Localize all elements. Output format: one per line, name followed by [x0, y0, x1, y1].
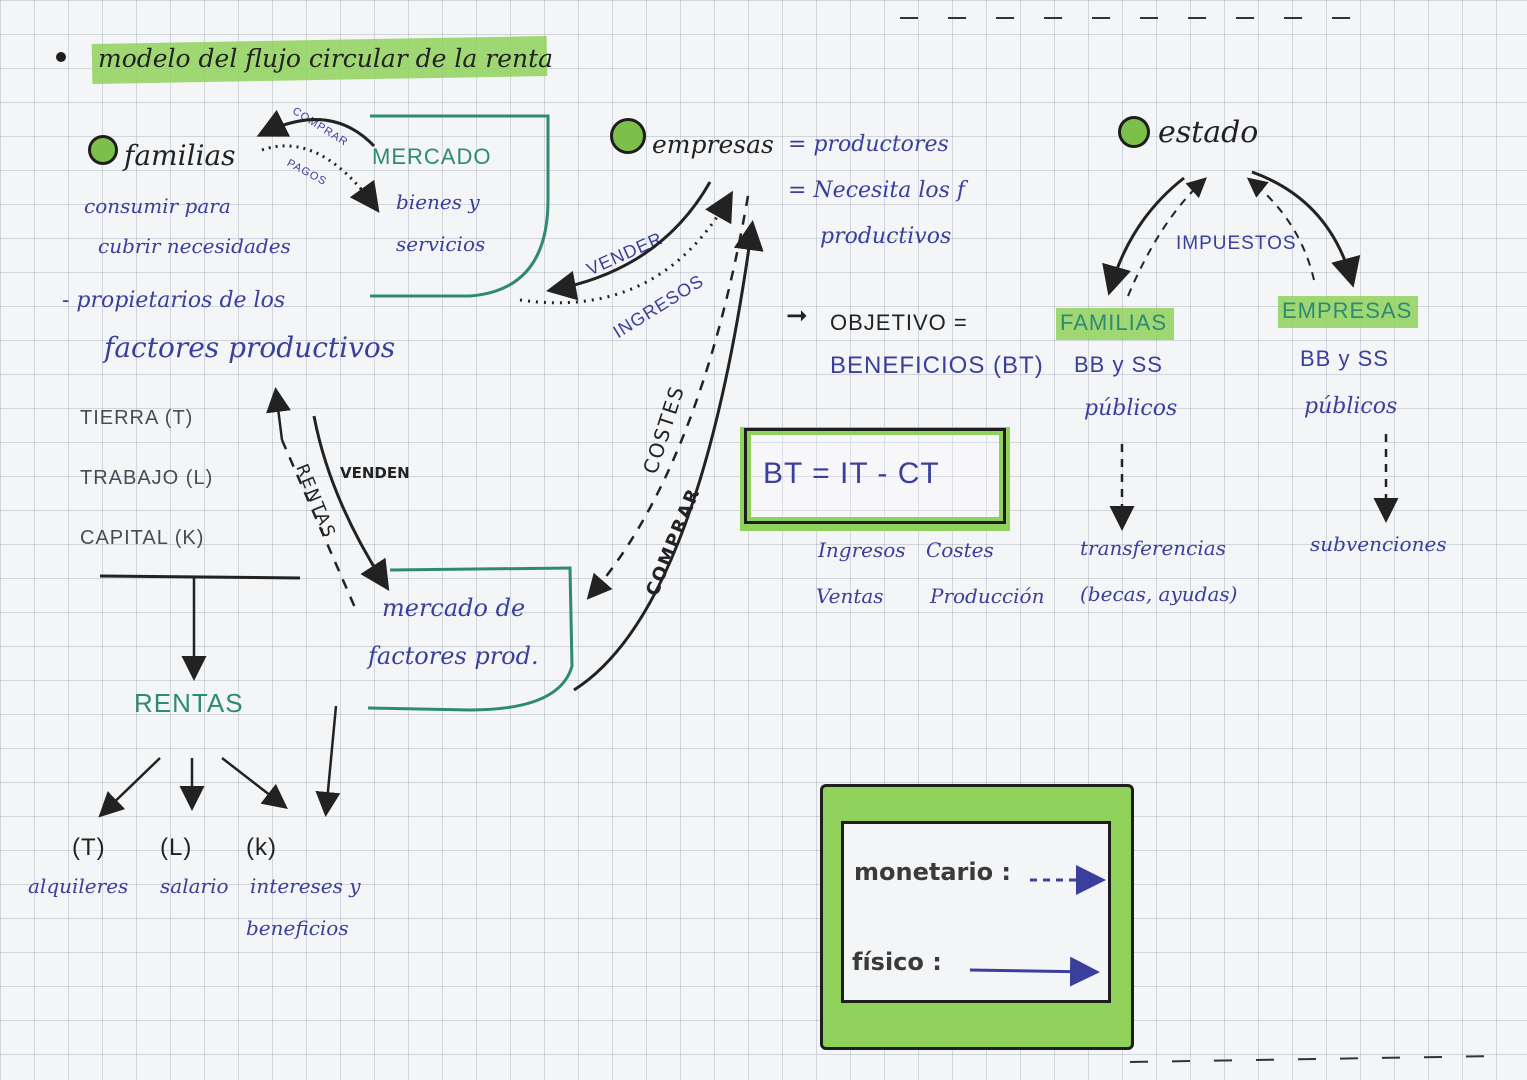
- factor-underline: [99, 574, 301, 580]
- empresas-def3: productivos: [820, 224, 952, 249]
- bullet-dot-icon: [56, 52, 66, 62]
- ingresos-sub: Ingresos: [818, 538, 906, 562]
- paren-t: (T): [72, 834, 106, 861]
- mercado-factores-line1: mercado de: [382, 594, 526, 622]
- legend-fisico-arrow: [969, 956, 1100, 987]
- venden-label: VENDEN: [340, 464, 410, 482]
- mercado-line1: bienes y: [396, 190, 480, 214]
- estado-empresas-bb: BB y SS: [1300, 346, 1389, 371]
- estado-empresas-pub: públicos: [1304, 394, 1398, 419]
- produccion-sub: Producción: [930, 584, 1045, 608]
- salario-label: salario: [160, 874, 229, 898]
- subvenciones-label: subvenciones: [1310, 532, 1447, 556]
- estado-familias-highlight: [1056, 308, 1174, 340]
- familias-line3: - propietarios de los: [62, 288, 286, 313]
- estado-heading: estado: [1158, 115, 1259, 150]
- comprar-big-arc: [573, 220, 764, 692]
- rentas-up-arrow: [280, 439, 358, 611]
- mercado-factores-line2: factores prod.: [368, 642, 539, 670]
- empresas-def1: = productores: [788, 132, 949, 157]
- transferencias-ej: (becas, ayudas): [1080, 582, 1238, 606]
- objetivo-value: BENEFICIOS (BT): [830, 352, 1044, 379]
- rentas-up-head: [266, 387, 291, 441]
- estado-familias-pub: públicos: [1084, 396, 1178, 421]
- beneficios-label: beneficios: [246, 916, 349, 940]
- costes-sub: Costes: [926, 538, 994, 562]
- empresas-heading: empresas: [652, 130, 774, 159]
- page-title: modelo del flujo circular de la renta: [98, 44, 554, 73]
- vender-arc: [546, 181, 712, 301]
- estado-empresas-highlight: [1278, 296, 1418, 328]
- familias-line4: factores productivos: [104, 331, 396, 364]
- objetivo-label: OBJETIVO =: [830, 310, 968, 335]
- legend-fisico: físico :: [852, 948, 942, 976]
- factor-trabajo: TRABAJO (L): [80, 467, 214, 489]
- impuestos-from-familias: [1127, 177, 1207, 297]
- pagos-arc: [261, 144, 380, 213]
- estado-dot-icon: [1118, 116, 1150, 148]
- estado-familias-bb: BB y SS: [1074, 352, 1163, 377]
- formula-box: BT = IT - CT: [744, 428, 1006, 524]
- page-bottom-dashes: [1129, 1055, 1501, 1063]
- ventas-sub: Ventas: [816, 584, 884, 608]
- factor-tierra: TIERRA (T): [80, 407, 194, 429]
- empresas-dot-icon: [610, 118, 646, 154]
- formula-text: BT = IT - CT: [763, 457, 940, 490]
- mercado-line2: servicios: [396, 232, 486, 256]
- mercado-factores-bracket: [367, 566, 574, 712]
- empresas-def2: = Necesita los f: [788, 178, 966, 203]
- objetivo-arrow-icon: ➞: [786, 300, 809, 330]
- factores-down-arrow: [315, 705, 341, 817]
- rentas-right-arrow: [221, 757, 288, 810]
- impuestos-label: IMPUESTOS: [1176, 233, 1297, 254]
- paren-l: (L): [160, 834, 193, 861]
- familias-line1: consumir para: [84, 194, 231, 218]
- legend-monetario: monetario :: [854, 858, 1012, 886]
- rentas-label: RENTAS: [134, 688, 244, 718]
- mercado-bienes-bracket: [370, 114, 550, 298]
- familias-dot-icon: [88, 135, 118, 165]
- familias-heading: familias: [124, 139, 236, 172]
- mercado-heading: MERCADO: [372, 144, 492, 169]
- estado-to-familias: [1102, 176, 1185, 296]
- estado-to-empresas: [1251, 170, 1361, 288]
- ingresos-arc: [519, 190, 733, 305]
- estado-empresas: EMPRESAS: [1282, 298, 1413, 323]
- transferencias-label: transferencias: [1080, 536, 1226, 560]
- rentas-left-arrow: [98, 757, 161, 818]
- intereses-label: intereses y: [250, 874, 361, 898]
- familias-line2: cubrir necesidades: [98, 234, 291, 258]
- alquileres-label: alquileres: [28, 874, 129, 898]
- venden-arrow: [312, 415, 390, 592]
- estado-familias: FAMILIAS: [1060, 310, 1168, 335]
- paren-k: (k): [246, 834, 277, 861]
- costes-arc: [586, 195, 750, 600]
- factor-capital: CAPITAL (K): [80, 527, 205, 549]
- legend-box: monetario : físico :: [820, 784, 1134, 1050]
- comprar-arc: [256, 109, 376, 148]
- impuestos-from-empresas: [1246, 177, 1315, 281]
